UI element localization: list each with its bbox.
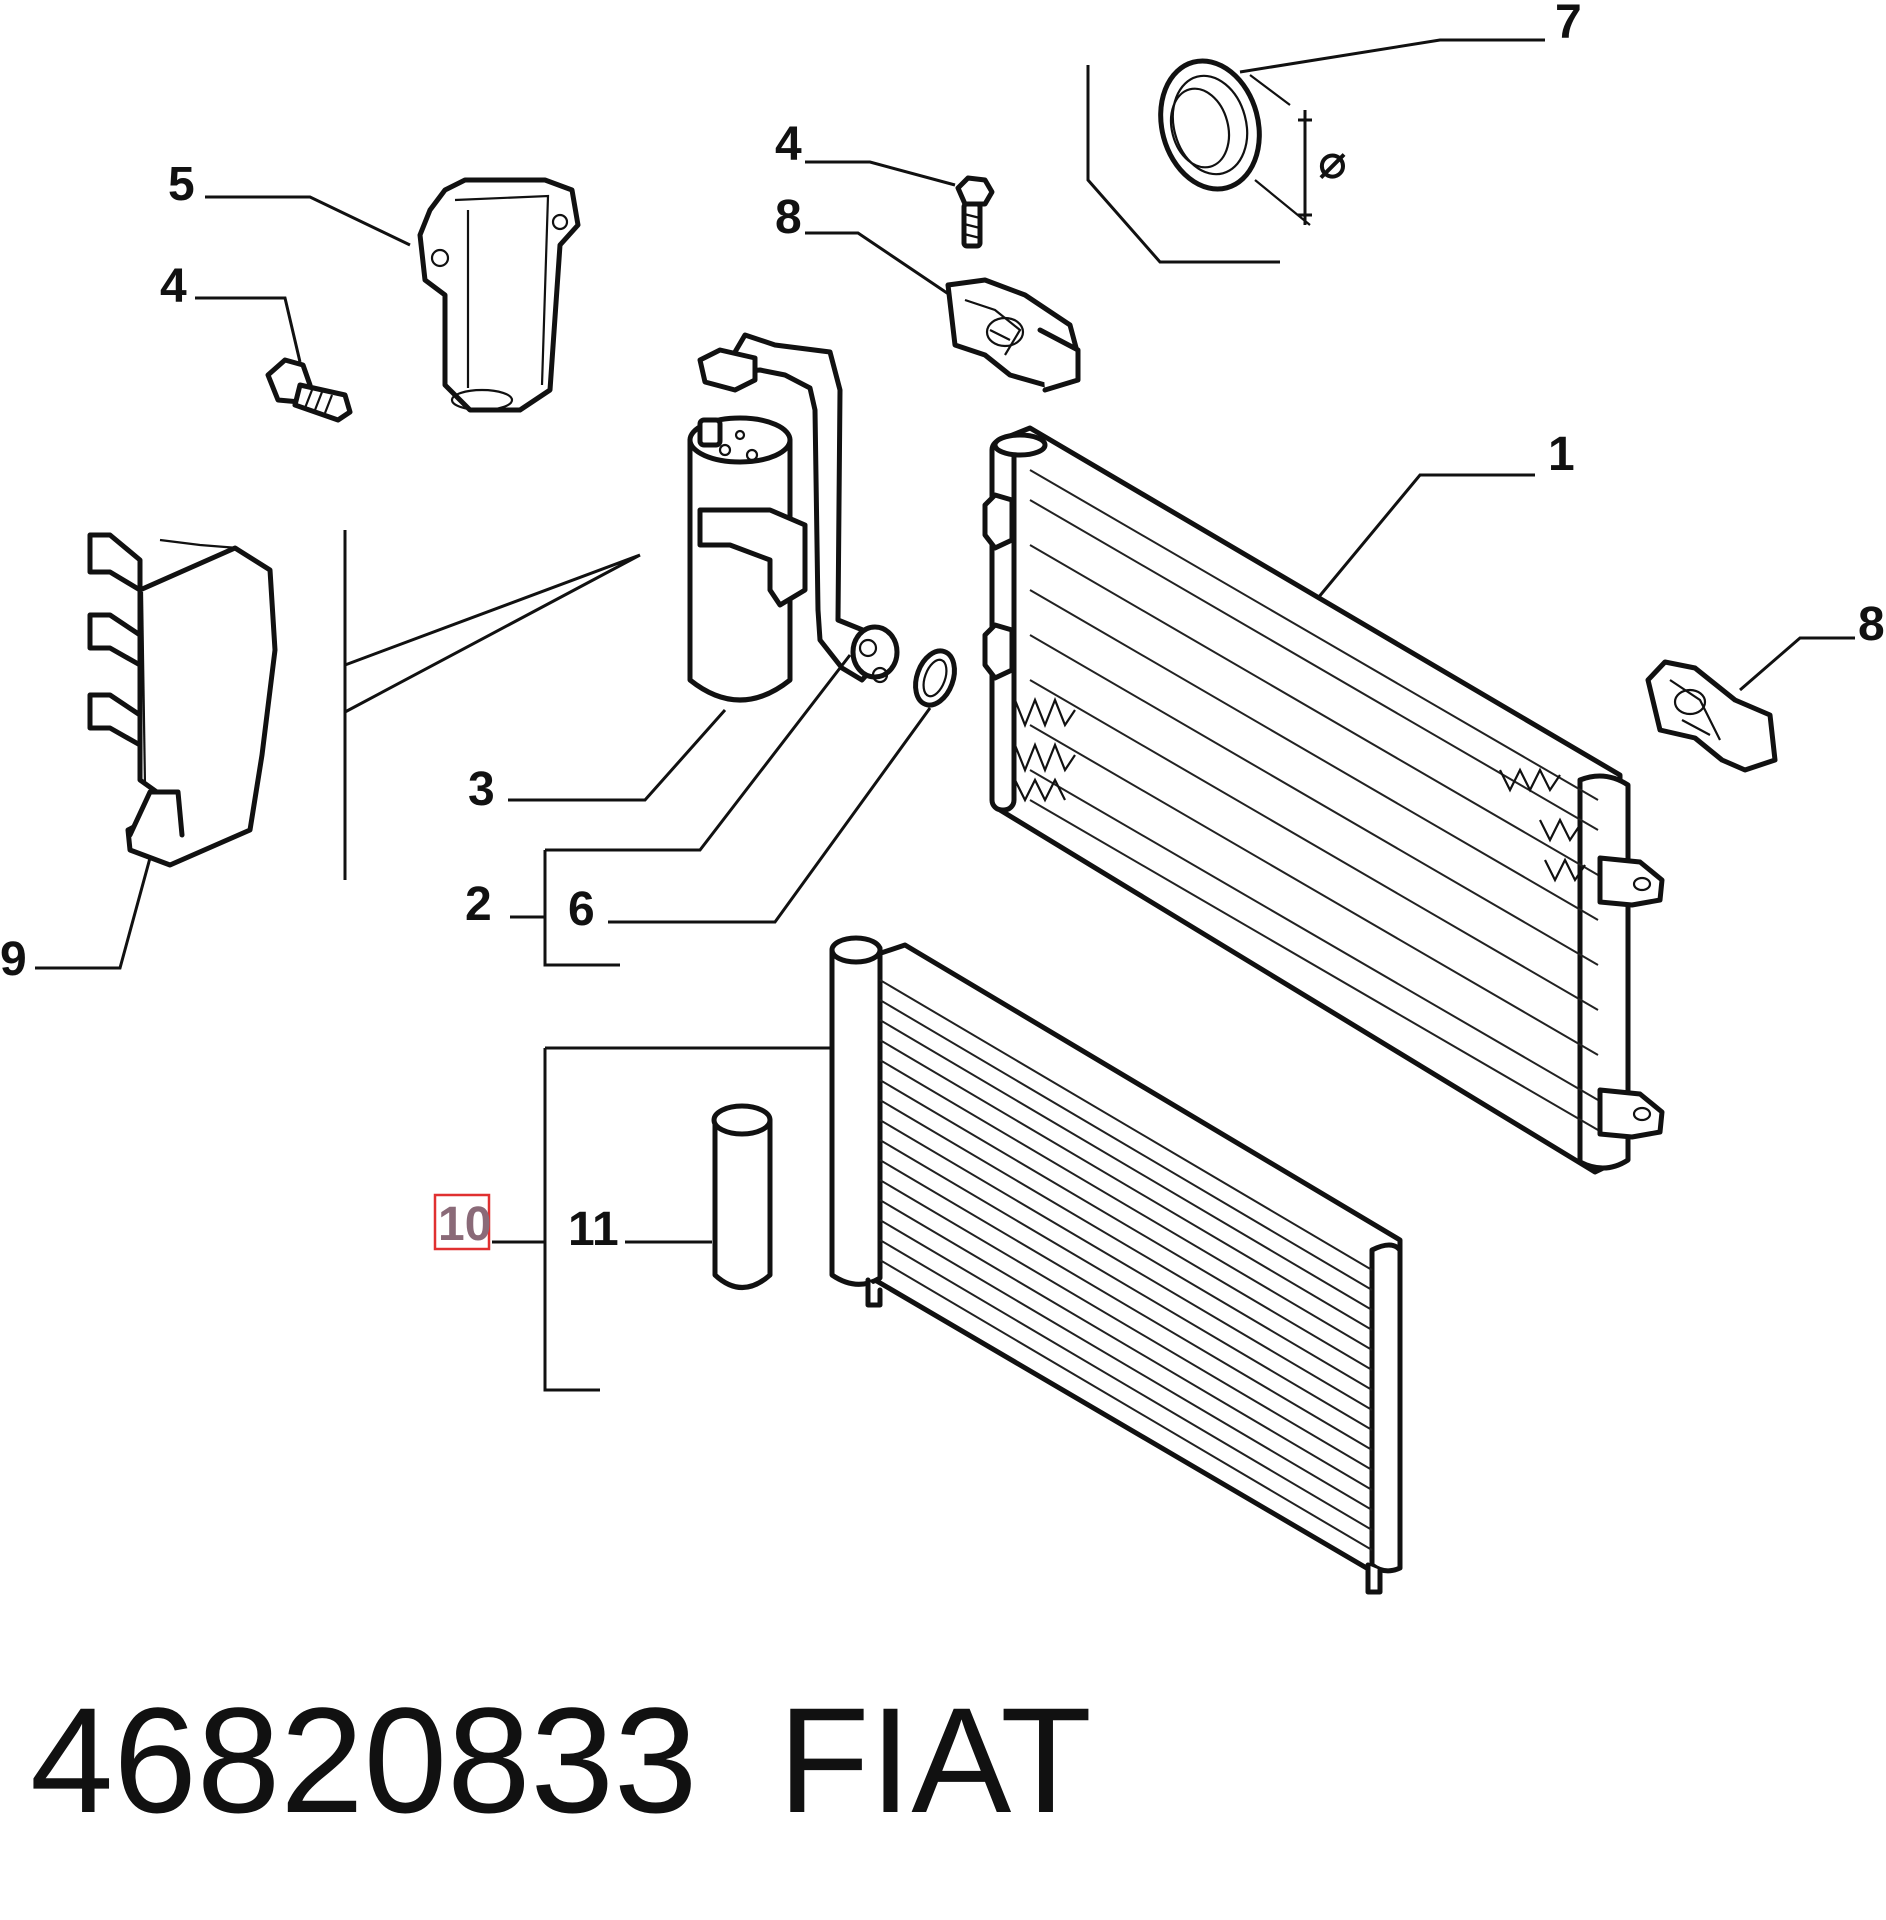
callout-7: 7 xyxy=(1555,0,1582,49)
callout-10: 10 xyxy=(438,1198,491,1251)
part-5-bracket xyxy=(417,177,581,413)
part-4-bolt-left xyxy=(265,357,353,423)
callout-5: 5 xyxy=(168,158,195,211)
part-6-o-ring xyxy=(913,648,957,708)
callout-7-diameter: ⌀ xyxy=(1318,136,1347,189)
part-number-text: 46820833 xyxy=(30,1676,697,1844)
part-7-seal-ring: ⌀ xyxy=(1086,58,1347,264)
part-1-condenser xyxy=(982,425,1665,1175)
callout-11: 11 xyxy=(568,1203,619,1256)
callout-9: 9 xyxy=(0,933,27,986)
part-9-shield xyxy=(87,532,278,868)
callout-4-left: 4 xyxy=(160,260,187,313)
part-4-bolt-upper xyxy=(955,175,995,249)
callout-4-upper: 4 xyxy=(775,118,802,171)
callout-8-right: 8 xyxy=(1858,598,1885,651)
callout-10-highlight-box xyxy=(433,1193,491,1251)
part-3-receiver-drier xyxy=(687,332,900,703)
part-10-condenser xyxy=(829,935,1403,1595)
part-8-bracket-right xyxy=(1645,659,1778,773)
brand-text: FIAT xyxy=(778,1676,1092,1844)
callout-1: 1 xyxy=(1548,428,1575,481)
part-8-bracket-upper xyxy=(945,277,1081,393)
part-11-filter-cartridge xyxy=(711,1103,773,1290)
callout-6: 6 xyxy=(568,883,595,936)
callout-8-upper: 8 xyxy=(775,191,802,244)
callout-3: 3 xyxy=(468,763,495,816)
callout-2: 2 xyxy=(465,878,492,931)
